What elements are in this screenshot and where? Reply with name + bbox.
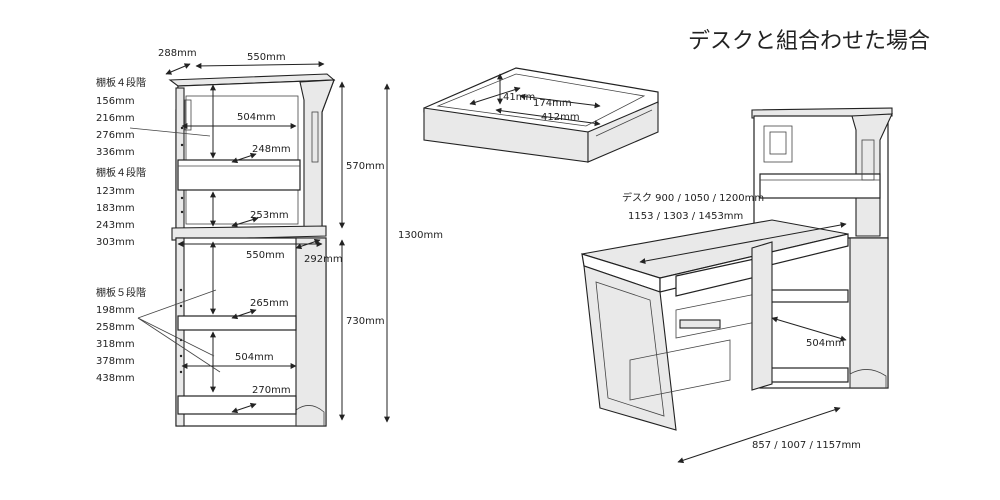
dim-lower-shelf-depth-a: 265mm bbox=[250, 298, 289, 309]
shelf-group-1: 棚板４段階 156mm 216mm 276mm 336mm bbox=[96, 76, 146, 158]
dim-desk-inner-width: 504mm bbox=[806, 338, 845, 349]
dim-upper-shelf-depth-a: 248mm bbox=[252, 144, 291, 155]
shelf-value: 258mm bbox=[96, 322, 135, 333]
dim-upper-height: 570mm bbox=[346, 161, 385, 172]
shelf-value: 183mm bbox=[96, 203, 135, 214]
dim-lower-inner-width: 504mm bbox=[235, 352, 274, 363]
dim-upper-shelf-depth-b: 253mm bbox=[250, 210, 289, 221]
dim-desk-width: デスク 900 / 1050 / 1200mm bbox=[622, 191, 764, 204]
dim-top-depth: 288mm bbox=[158, 48, 197, 59]
shelf-value: 276mm bbox=[96, 130, 135, 141]
shelf-value: 318mm bbox=[96, 339, 135, 350]
shelf-group-heading: 棚板５段階 bbox=[96, 286, 146, 299]
shelf-value: 378mm bbox=[96, 356, 135, 367]
dim-desk-total: 1153 / 1303 / 1453mm bbox=[628, 211, 743, 222]
shelf-value: 438mm bbox=[96, 373, 135, 384]
dim-desk-depth: 857 / 1007 / 1157mm bbox=[752, 440, 861, 451]
dim-lower-height: 730mm bbox=[346, 316, 385, 327]
dim-top-width: 550mm bbox=[247, 52, 286, 63]
shelf-value: 216mm bbox=[96, 113, 135, 124]
diagram-title: デスクと組合わせた場合 bbox=[688, 29, 930, 54]
dim-drawer-depth: 174mm bbox=[533, 98, 572, 109]
dim-upper-inner-width: 504mm bbox=[237, 112, 276, 123]
shelf-value: 303mm bbox=[96, 237, 135, 248]
dim-drawer-width: 412mm bbox=[541, 112, 580, 123]
desk-combination-drawing bbox=[581, 107, 893, 431]
shelf-value: 156mm bbox=[96, 96, 135, 107]
dim-mid-width: 550mm bbox=[246, 250, 285, 261]
shelf-value: 123mm bbox=[96, 186, 135, 197]
shelf-value: 243mm bbox=[96, 220, 135, 231]
shelf-group-heading: 棚板４段階 bbox=[96, 76, 146, 89]
dim-total-height: 1300mm bbox=[398, 230, 443, 241]
shelf-group-heading: 棚板４段階 bbox=[96, 166, 146, 179]
shelf-value: 336mm bbox=[96, 147, 135, 158]
shelf-value: 198mm bbox=[96, 305, 135, 316]
shelf-group-2: 棚板４段階 123mm 183mm 243mm 303mm bbox=[96, 166, 146, 248]
dim-lower-shelf-depth-b: 270mm bbox=[252, 385, 291, 396]
shelf-group-3: 棚板５段階 198mm 258mm 318mm 378mm 438mm bbox=[96, 286, 146, 384]
dim-mid-depth: 292mm bbox=[304, 254, 343, 265]
